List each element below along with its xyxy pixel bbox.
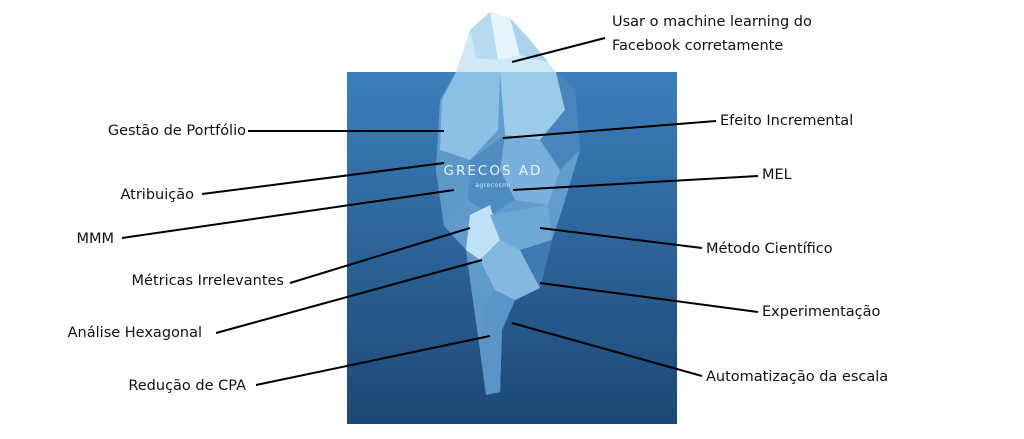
line-metricas	[289, 227, 471, 284]
line-mmm	[121, 189, 455, 239]
label-metricas-irrelevantes: Métricas Irrelevantes	[131, 273, 284, 289]
label-mmm: MMM	[76, 231, 114, 247]
label-atribuicao: Atribuição	[120, 187, 195, 203]
label-reducao-cpa: Redução de CPA	[128, 378, 246, 394]
label-automatizacao-escala: Automatização da escala	[706, 369, 889, 385]
label-machine-learning-line1: Usar o machine learning do	[612, 14, 812, 30]
label-gestao-portfolio: Gestão de Portfólio	[107, 123, 246, 139]
label-mel: MEL	[762, 167, 792, 183]
label-experimentacao: Experimentação	[762, 304, 881, 320]
connector-lines	[121, 37, 759, 386]
line-machine-learning	[511, 37, 606, 63]
line-experimentacao	[539, 282, 759, 313]
label-analise-hexagonal: Análise Hexagonal	[67, 325, 202, 341]
line-reducao	[255, 335, 491, 386]
line-atribuicao	[201, 162, 445, 195]
label-efeito-incremental: Efeito Incremental	[720, 113, 854, 129]
line-analise	[215, 259, 483, 334]
line-efeito	[502, 120, 717, 139]
label-machine-learning-line2: Facebook corretamente	[612, 38, 784, 54]
label-metodo-cientifico: Método Científico	[706, 241, 833, 257]
brand-logo: GRECOS AD	[443, 163, 543, 179]
brand-tagline: agrecosmi	[475, 182, 511, 189]
iceberg-tip	[456, 12, 556, 72]
line-automatizacao	[511, 322, 703, 377]
line-metodo	[539, 227, 703, 249]
line-mel	[512, 175, 759, 191]
